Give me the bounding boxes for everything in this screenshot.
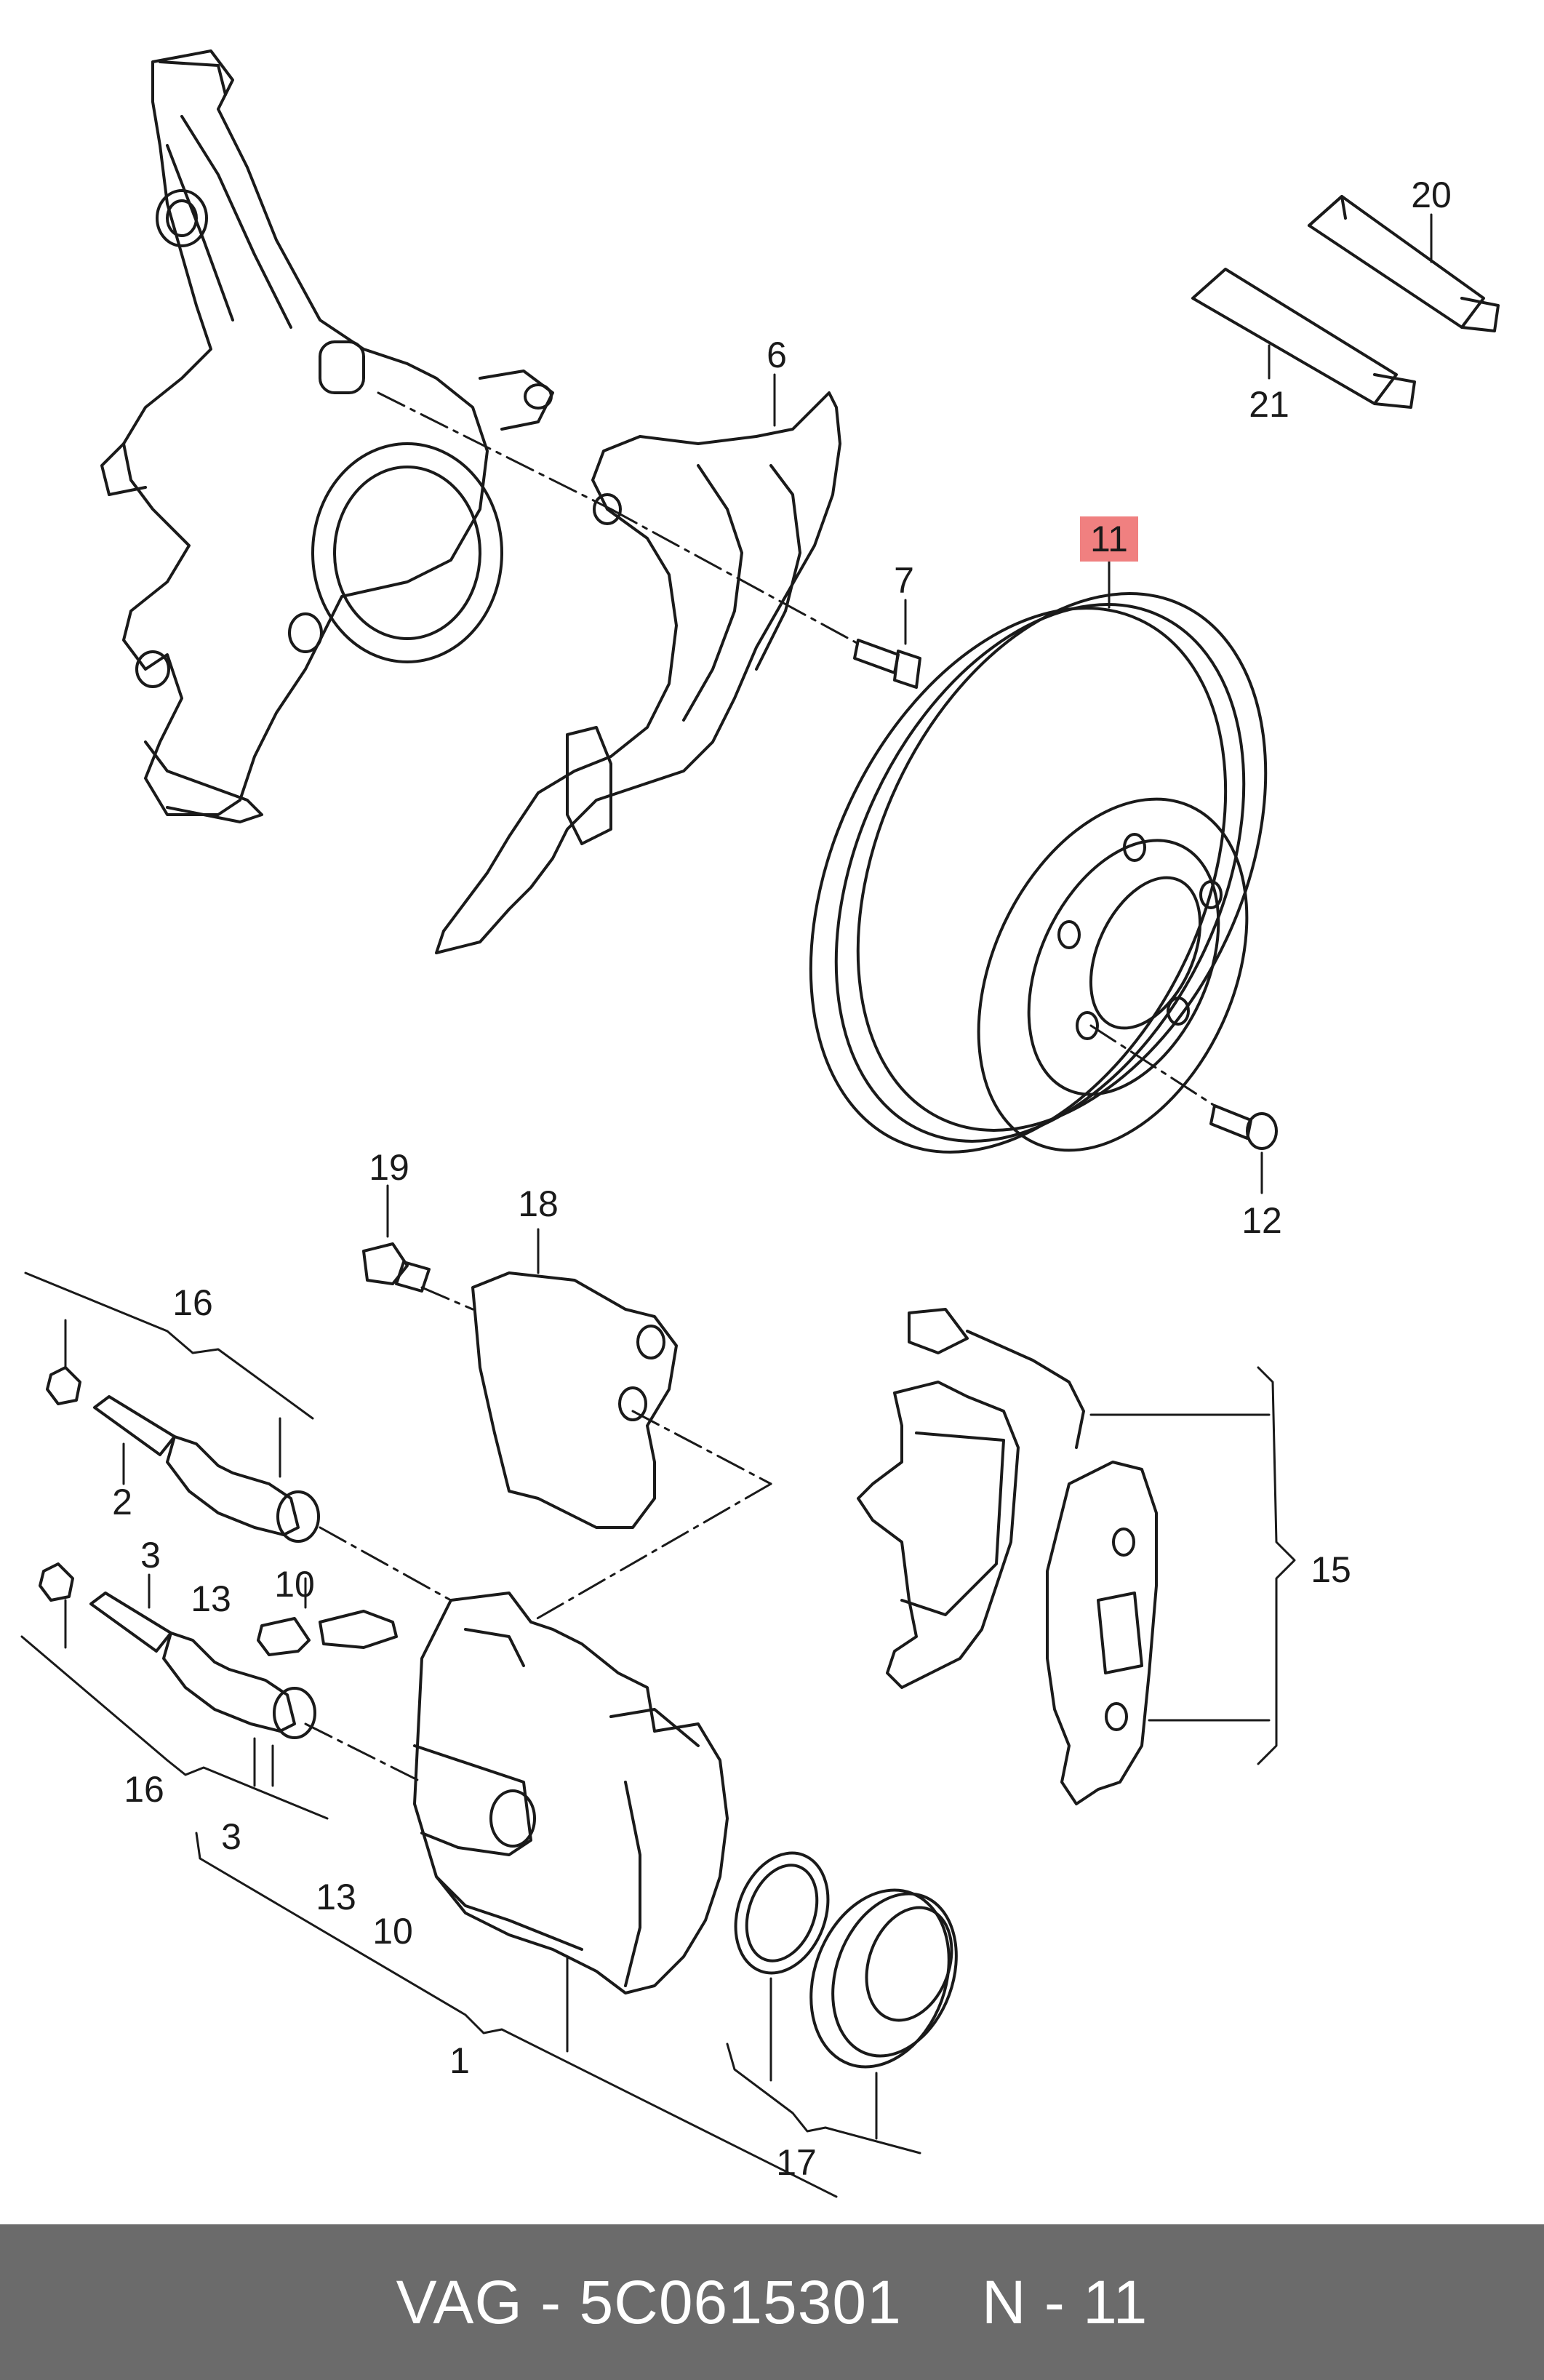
caliper-bracket <box>471 1271 678 1529</box>
callout-labels: 11 20 21 6 7 12 19 18 16 2 3 13 10 15 16… <box>112 175 1452 2183</box>
label-1: 1 <box>449 2040 470 2081</box>
wear-sensor <box>908 1308 1085 1449</box>
label-6: 6 <box>767 335 787 375</box>
label-18: 18 <box>518 1183 559 1224</box>
label-12: 12 <box>1241 1200 1282 1241</box>
label-7: 7 <box>894 560 914 601</box>
label-11: 11 <box>1090 519 1128 559</box>
grease-tube-20 <box>1308 195 1500 332</box>
brake-pad-inner <box>1046 1461 1158 1805</box>
label-16-top: 16 <box>172 1282 213 1323</box>
piston-seal <box>734 1851 830 1975</box>
screw-12 <box>1209 1104 1278 1150</box>
dust-boot <box>809 1888 958 2069</box>
page-reference: N - 11 <box>981 2267 1148 2336</box>
label-17: 17 <box>776 2142 817 2183</box>
brake-caliper <box>413 1592 729 1994</box>
label-10-lower: 10 <box>372 1911 413 1952</box>
highlight-box-11 <box>1080 516 1138 562</box>
leader-lines <box>20 213 1433 2198</box>
bleed-cap-13 <box>257 1617 311 1656</box>
brake-disc <box>809 592 1268 1154</box>
label-20: 20 <box>1411 175 1452 215</box>
splash-shield <box>435 391 841 954</box>
label-3-upper: 3 <box>140 1535 161 1576</box>
brake-pad-outer <box>857 1381 1020 1689</box>
label-13-lower: 13 <box>316 1877 356 1917</box>
label-19: 19 <box>369 1147 409 1188</box>
bleed-valve-10 <box>319 1610 398 1649</box>
grease-tube-21 <box>1191 268 1416 409</box>
bolt-7 <box>853 639 921 689</box>
part-number: VAG - 5C0615301 <box>396 2267 902 2336</box>
guide-pin-lower <box>39 1562 316 1739</box>
bolt-19 <box>362 1242 431 1293</box>
steering-knuckle <box>100 49 554 823</box>
exploded-brake-diagram: 11 20 21 6 7 12 19 18 16 2 3 13 10 15 16… <box>20 49 1500 2198</box>
label-16-bottom: 16 <box>124 1769 164 1810</box>
alignment-lines <box>304 391 1216 1784</box>
part-number-footer: VAG - 5C0615301 N - 11 <box>0 2224 1544 2380</box>
label-21: 21 <box>1249 384 1289 425</box>
label-2: 2 <box>112 1482 132 1522</box>
label-15: 15 <box>1311 1549 1351 1590</box>
label-13-upper: 13 <box>191 1578 231 1619</box>
label-3-lower: 3 <box>221 1816 241 1857</box>
label-10-upper: 10 <box>274 1564 315 1605</box>
